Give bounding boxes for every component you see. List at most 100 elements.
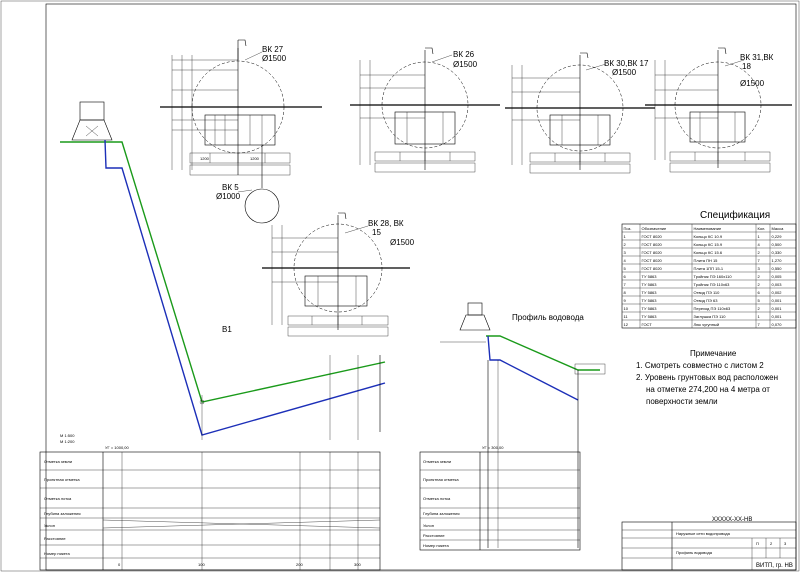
spec-cell: 12: [624, 322, 629, 327]
row-ground-r: Отметка земли: [423, 459, 451, 464]
title-block: ХХХХХ-ХХ-НВ Наружные сети водопровода Пр…: [621, 517, 797, 571]
spec-cell: 7: [624, 282, 627, 287]
spec-cell: 0,229: [772, 234, 783, 239]
spec-cell: 2: [758, 274, 761, 279]
stamp-org: Наружные сети водопровода: [676, 531, 731, 536]
vk28-label: ВК 28, ВК: [368, 219, 404, 228]
row-slope-r: Уклон: [423, 523, 434, 528]
spec-cell: 5: [624, 266, 627, 271]
profile-right: Профиль водовода: [440, 302, 606, 548]
profile-label: В1: [222, 325, 232, 334]
row-invert: Отметка лотка: [44, 496, 72, 501]
spec-cell: Плита 1ПП 15-1: [694, 266, 724, 271]
row-design-r: Проектная отметка: [423, 477, 459, 482]
profile-table-right: Отметка земли Проектная отметка Отметка …: [419, 445, 581, 551]
vk30-diam: Ø1500: [612, 68, 637, 77]
well-vk5: ВК 5 Ø1000: [216, 145, 280, 224]
spec-header-cell: Кол.: [758, 226, 766, 231]
svg-text:1200: 1200: [250, 156, 260, 161]
spec-cell: 3: [624, 250, 627, 255]
spec-cell: Люк чугунный: [694, 322, 720, 327]
vk28-suffix: 15: [372, 228, 381, 237]
vk5-diam: Ø1000: [216, 192, 241, 201]
spec-header-cell: Поз.: [624, 226, 632, 231]
stamp-stage: П: [756, 541, 759, 546]
well-vk31: ВК 31,ВК 18 Ø1500: [645, 47, 792, 173]
spec-cell: ТУ 5863: [642, 282, 658, 287]
row-depth: Глубина заложения: [44, 511, 81, 516]
inner-frame: [45, 3, 797, 571]
spec-cell: Заглушка ПЭ 110: [694, 314, 727, 319]
spec-cell: 0,500: [772, 242, 783, 247]
scale-h: М 1:500: [60, 433, 75, 438]
vk5-label: ВК 5: [222, 183, 239, 192]
spec-cell: Кольцо КС 15.9: [694, 242, 723, 247]
row-ground: Отметка земли: [44, 459, 72, 464]
spec-cell: 1: [758, 234, 761, 239]
spec-cell: 2: [758, 250, 761, 255]
row-design: Проектная отметка: [44, 477, 80, 482]
spec-border: [621, 223, 797, 329]
vk26-label: ВК 26: [453, 50, 475, 59]
profile-table-left: Отметка земли Проектная отметка Отметка …: [39, 433, 381, 571]
dim-2: 200: [296, 562, 303, 567]
well-vk26: ВК 26 Ø1500: [350, 47, 500, 173]
well-vk27: ВК 27 Ø1500 1200 1200: [160, 39, 322, 176]
note-2: 2. Уровень грунтовых вод расположен: [636, 373, 778, 382]
spec-cell: Отвод ПЭ 63: [694, 298, 719, 303]
spec-cell: 11: [624, 314, 629, 319]
spec-cell: 2: [758, 282, 761, 287]
row-depth-r: Глубина заложения: [423, 511, 460, 516]
stamp-sheets: 3: [784, 541, 787, 546]
well-vk28: ВК 28, ВК 15 Ø1500: [262, 212, 415, 337]
spec-cell: Плита ПН 15: [694, 258, 719, 263]
spec-cell: Кольцо КС 15.6: [694, 250, 723, 255]
spec-cell: 0,003: [772, 282, 783, 287]
spec-header-cell: Наименование: [694, 226, 723, 231]
spec-cell: Переход ПЭ 110х63: [694, 306, 731, 311]
dim-0: 0: [118, 562, 121, 567]
ref-right: УГ = 300,00: [482, 445, 504, 450]
vk27-label: ВК 27: [262, 45, 284, 54]
spec-cell: Отвод ПЭ 110: [694, 290, 721, 295]
spec-cell: 0,002: [772, 290, 783, 295]
spec-cell: 0,330: [772, 250, 783, 255]
well-vk30: ВК 30,ВК 17 Ø1500: [505, 52, 655, 174]
spec-cell: 4: [624, 258, 627, 263]
spec-cell: ТУ 5863: [642, 298, 658, 303]
spec-cell: 9: [624, 298, 627, 303]
row-picket: Номер пикета: [44, 551, 70, 556]
stamp-sheet: 2: [770, 541, 773, 546]
spec-cell: ГОСТ 8020: [642, 258, 663, 263]
spec-cell: 7: [758, 322, 761, 327]
spec-cell: 0,001: [772, 306, 783, 311]
vk31-suffix: 18: [742, 62, 751, 71]
spec-cell: ГОСТ: [642, 322, 653, 327]
profile-left: В1: [60, 101, 386, 440]
spec-title: Спецификация: [700, 209, 770, 221]
spec-cell: Кольцо КС 10.9: [694, 234, 723, 239]
spec-cell: 2: [758, 306, 761, 311]
notes-title: Примечание: [690, 349, 737, 358]
dim-3: 300: [354, 562, 361, 567]
vk27-diam: Ø1500: [262, 54, 287, 63]
note-1: 1. Смотреть совместно с листом 2: [636, 361, 764, 370]
spec-cell: 1: [758, 314, 761, 319]
spec-cell: 0,070: [772, 322, 783, 327]
spec-cell: ГОСТ 8020: [642, 266, 663, 271]
spec-cell: ГОСТ 8020: [642, 242, 663, 247]
spec-cell: 6: [758, 290, 761, 295]
spec-header-cell: Масса: [772, 226, 785, 231]
spec-cell: 5: [758, 298, 761, 303]
row-distance: Расстояние: [44, 536, 66, 541]
spec-cell: ТУ 5863: [642, 274, 658, 279]
svg-text:1200: 1200: [200, 156, 210, 161]
spec-cell: 10: [624, 306, 629, 311]
stamp-sheet-title: Профиль водовода: [676, 550, 713, 555]
spec-cell: ГОСТ 8020: [642, 234, 663, 239]
row-picket-r: Номер пикета: [423, 543, 449, 548]
spec-cell: ТУ 5863: [642, 314, 658, 319]
